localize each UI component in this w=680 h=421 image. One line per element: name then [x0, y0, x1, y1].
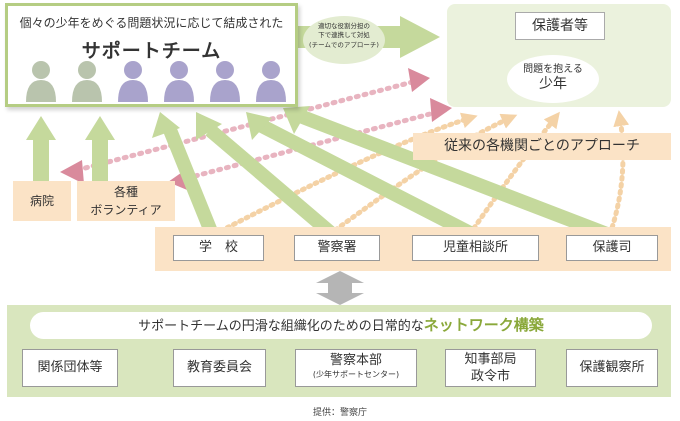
cooperation-line3: (チームでのアプローチ) — [309, 41, 379, 49]
institution-child-guidance: 児童相談所 — [412, 235, 539, 261]
hospital-label: 病院 — [29, 194, 54, 208]
hospital-box — [13, 181, 71, 221]
org-related-groups: 関係団体等 — [22, 349, 118, 387]
conventional-approach-label: 従来の各機関ごとのアプローチ — [413, 133, 671, 160]
org-police-hq-name: 警察本部 — [329, 353, 382, 368]
guardian-label: 保護者等 — [515, 12, 605, 40]
network-pill: サポートチームの円滑な組織化のための日常的なネットワーク構築 — [30, 312, 652, 339]
person-icon-6 — [256, 61, 286, 102]
network-prefix: サポートチームの円滑な組織化のための日常的な — [138, 319, 424, 334]
person-icon-4 — [164, 61, 194, 102]
org-police-hq-sub: (少年サポートセンター) — [312, 370, 400, 379]
org-education-board: 教育委員会 — [173, 349, 266, 387]
pink-arrowhead-right — [408, 68, 430, 92]
source-credit: 提供：警察庁 — [312, 408, 367, 418]
org-police-hq: 警察本部 (少年サポートセンター) — [295, 349, 417, 387]
double-arrow-icon — [316, 271, 364, 305]
org-governor-line2: 政令市 — [470, 369, 510, 384]
institution-school: 学 校 — [173, 235, 264, 261]
institution-police-station: 警察署 — [294, 235, 380, 261]
volunteer-line2: ボランティア — [90, 203, 162, 217]
network-highlight: ネットワーク構築 — [423, 316, 544, 334]
pink-arrowhead-left — [60, 160, 84, 184]
team-members — [26, 61, 286, 102]
institution-probation-officer: 保護司 — [566, 235, 658, 261]
volunteer-box — [77, 181, 175, 221]
org-governor-office: 知事部局 政令市 — [445, 349, 536, 387]
pink-arrowhead-right-2 — [430, 98, 452, 122]
person-icon-1 — [26, 61, 56, 102]
volunteer-line1: 各種 — [113, 185, 138, 199]
org-probation-office: 保護観察所 — [566, 349, 658, 387]
cooperation-line1: 適切な役割分担の — [318, 22, 370, 30]
person-icon-5 — [210, 61, 240, 102]
support-team-box: 個々の少年をめぐる問題状況に応じて結成された サポートチーム — [5, 3, 298, 107]
team-subtitle: 個々の少年をめぐる問題状況に応じて結成された — [19, 16, 284, 30]
green-vertical-arrows — [26, 116, 115, 182]
person-icon-2 — [72, 61, 102, 102]
person-icon-3 — [118, 61, 148, 102]
problem-youth-line2: 少年 — [539, 76, 567, 92]
cooperation-oval — [303, 16, 385, 64]
problem-youth-line1: 問題を抱える — [523, 64, 583, 75]
cooperation-line2: 下で連携して対処 — [318, 31, 370, 39]
team-title: サポートチーム — [81, 40, 222, 62]
green-diagonal-arrowheads — [152, 106, 310, 140]
problem-youth-oval — [507, 55, 599, 103]
green-diagonal-arrows — [163, 109, 610, 241]
org-governor-line1: 知事部局 — [464, 352, 517, 367]
